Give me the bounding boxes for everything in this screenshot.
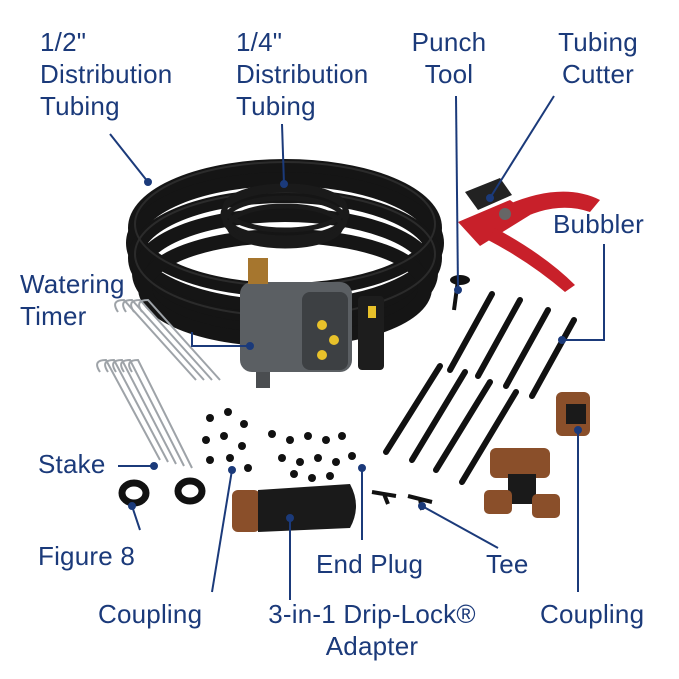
label-line: 3-in-1 Drip-Lock® — [268, 599, 476, 629]
label-coupling-right: Coupling — [540, 599, 645, 629]
label-quarter-inch-tubing: 1/4" Distribution Tubing — [236, 26, 368, 122]
label-punch-tool: Punch Tool — [404, 26, 494, 90]
label-line: Tubing — [558, 27, 638, 57]
label-figure-8: Figure 8 — [38, 541, 135, 571]
label-end-plug: End Plug — [316, 549, 424, 579]
label-line: Punch — [411, 27, 487, 57]
label-line: Distribution — [40, 59, 173, 89]
small-fittings — [202, 408, 356, 482]
watering-timer — [240, 258, 384, 388]
label-stake: Stake — [38, 449, 106, 479]
label-line: Watering — [20, 269, 125, 299]
leader-lines — [109, 95, 605, 600]
label-line: Tubing — [236, 91, 316, 121]
steel-stakes — [96, 298, 221, 469]
tubing-cutter — [458, 178, 600, 292]
label-line: 1/2" — [40, 27, 87, 57]
label-bubbler: Bubbler — [553, 209, 645, 239]
label-line: Tubing — [40, 91, 120, 121]
figure-8-rings — [118, 477, 206, 507]
coupling-fittings — [484, 392, 590, 518]
label-line: Distribution — [236, 59, 369, 89]
label-line: Cutter — [561, 59, 634, 89]
label-tee: Tee — [486, 549, 529, 579]
drip-lock-adapter — [232, 484, 356, 532]
label-drip-lock-adapter: 3-in-1 Drip-Lock® Adapter — [252, 598, 492, 662]
label-line: Timer — [20, 301, 87, 331]
label-coupling-left: Coupling — [98, 599, 203, 629]
label-line: Tool — [424, 59, 474, 89]
label-line: Adapter — [325, 631, 419, 661]
bubbler-stakes — [383, 291, 577, 485]
label-half-inch-tubing: 1/2" Distribution Tubing — [40, 26, 172, 122]
label-tubing-cutter: Tubing Cutter — [548, 26, 648, 90]
label-line: 1/4" — [236, 27, 283, 57]
label-watering-timer: Watering Timer — [20, 268, 125, 332]
